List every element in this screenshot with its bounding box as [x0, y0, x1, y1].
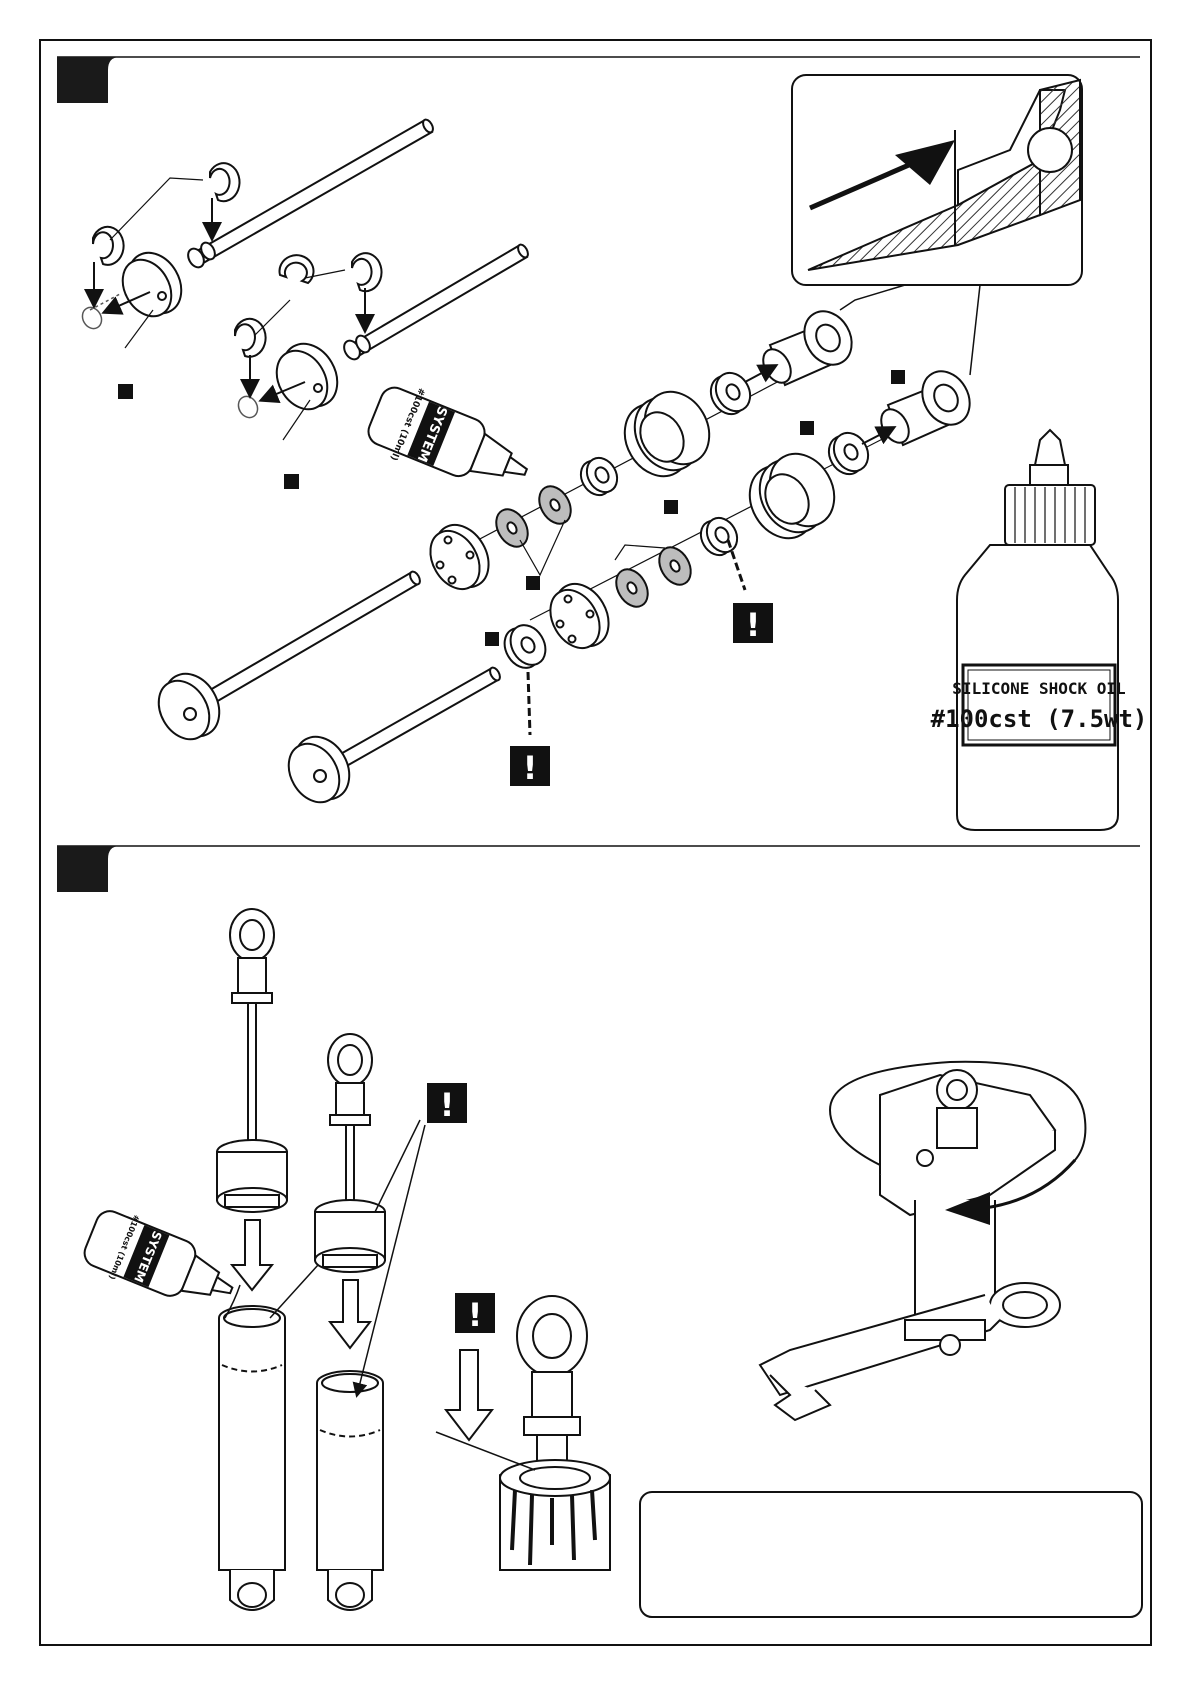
- piston-a: [420, 515, 499, 597]
- part-marker: [891, 370, 905, 384]
- shock-shaft-lower-b: [279, 666, 502, 811]
- piston-plate-middle: [267, 334, 349, 418]
- down-arrow-icon: [446, 1350, 492, 1440]
- e-clip-top-left: [93, 227, 124, 265]
- nut-middle: [235, 393, 262, 421]
- shock-collar-a: [612, 380, 722, 488]
- warning-glyph: !: [440, 1086, 455, 1124]
- piston-b: [540, 574, 619, 656]
- warning-glyph: !: [523, 749, 538, 787]
- shock-body-2: [317, 1371, 383, 1610]
- warning-icon: !: [427, 1083, 467, 1124]
- silicone-oil-bottle: SILICONE SHOCK OIL #100cst (7.5wt): [931, 430, 1148, 830]
- shock-closeup-bleed: [500, 1296, 610, 1570]
- nut-upper: [79, 294, 120, 332]
- warning-icon: !: [455, 1293, 495, 1334]
- part-marker: [800, 421, 814, 435]
- rod-end-a: [758, 303, 861, 388]
- part-marker: [526, 576, 540, 590]
- shock-shaft-lower-a: [149, 570, 422, 748]
- shim-a2: [533, 481, 577, 530]
- oil-label-line1: SILICONE SHOCK OIL: [952, 679, 1125, 698]
- warning-glyph: !: [746, 606, 761, 644]
- spacer-ring-b: [695, 512, 743, 560]
- spacer-ring-c: [498, 619, 553, 674]
- shim-a1: [490, 504, 534, 553]
- warning-icon: !: [510, 746, 550, 787]
- down-arrow-icon: [330, 1280, 370, 1348]
- shim-b1: [610, 564, 654, 613]
- o-ring-a: [704, 367, 757, 421]
- part-marker: [118, 384, 133, 399]
- shock-tool-assembly: [760, 1062, 1085, 1420]
- e-clip-mid-lower: [235, 319, 266, 357]
- piston-plate-upper: [113, 243, 192, 325]
- shock-shaft-assembly-1: [217, 909, 287, 1212]
- warning-icon: !: [733, 603, 773, 644]
- e-clip-top-right: [210, 163, 240, 201]
- oil-bottle-small-step2: SYSTEM #100cst (10ml): [78, 1202, 244, 1323]
- spacer-ring-a: [575, 452, 623, 500]
- warning-glyph: !: [468, 1296, 483, 1334]
- oil-label-line2: #100cst (7.5wt): [931, 705, 1148, 733]
- step-header-2: [57, 846, 1140, 892]
- e-clip-mid-right: [352, 253, 382, 291]
- note-box: [640, 1492, 1142, 1617]
- shim-b2: [653, 542, 697, 591]
- part-marker: [485, 632, 499, 646]
- part-marker: [284, 474, 299, 489]
- o-ring-b: [822, 427, 875, 481]
- shock-body-1: [219, 1306, 285, 1610]
- oil-bottle-small-step1: SYSTEM #100cst (10ml): [361, 375, 540, 508]
- shock-shaft-assembly-2: [315, 1034, 385, 1272]
- part-marker: [664, 500, 678, 514]
- e-clip-mid-left: [280, 255, 314, 283]
- down-arrow-icon: [232, 1220, 272, 1290]
